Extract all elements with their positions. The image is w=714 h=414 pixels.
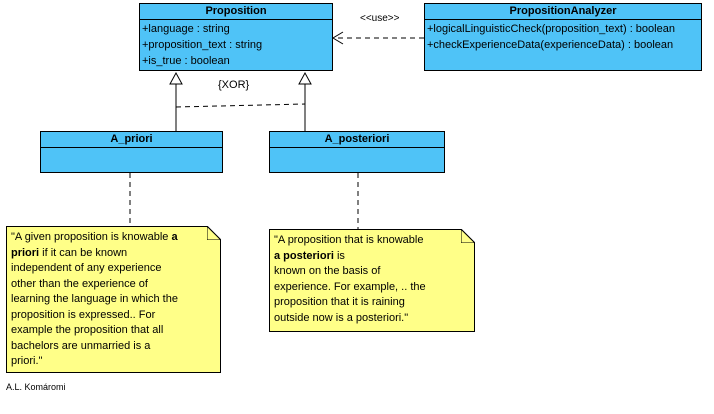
a-priori-note-line-1: "A given proposition is knowable a (11, 231, 178, 243)
a-priori-note-line-5: learning the language in which the (11, 293, 178, 305)
a-posteriori-note-line-6: outside now is a posteriori." (274, 311, 409, 324)
a-priori-note-line-7: example the proposition that all (11, 324, 164, 336)
a-priori-note-line-6: proposition is expressed.. For (11, 308, 156, 321)
operation-logical-linguistic-check: +logicalLinguisticCheck(proposition_text… (427, 23, 675, 35)
attribute-proposition-text: +proposition_text : string (142, 39, 263, 51)
proposition-analyzer-class[interactable]: PropositionAnalyzer +logicalLinguisticCh… (424, 3, 702, 71)
a-posteriori-note-line-2: a posteriori is (274, 249, 345, 262)
operation-check-experience-data: +checkExperienceData(experienceData) : b… (427, 39, 674, 51)
use-dependency-arrowhead (332, 31, 344, 45)
a-posteriori-note-line-5: proposition that it is raining (274, 296, 405, 308)
author-label: A.L. Komáromi (6, 382, 66, 392)
a-priori-note-line-4: other than the experience of (11, 277, 148, 290)
attribute-language: +language : string (142, 23, 230, 35)
attribute-is-true: +is_true : boolean (142, 55, 230, 67)
a-posteriori-class-name: A_posteriori (270, 132, 444, 148)
a-priori-note-line-9: priori." (11, 355, 43, 367)
a-priori-class-name: A_priori (41, 132, 222, 148)
note-folded-corner (461, 229, 475, 243)
proposition-analyzer-operations: +logicalLinguisticCheck(proposition_text… (425, 20, 701, 53)
xor-constraint-line (175, 103, 306, 108)
note-folded-corner (207, 226, 221, 240)
a-posteriori-note-line-4: experience. For example, .. the (274, 280, 426, 293)
a-priori-note-line-3: independent of any experience (11, 262, 162, 274)
a-priori-note: "A given proposition is knowable a prior… (6, 226, 221, 373)
proposition-analyzer-class-name: PropositionAnalyzer (425, 4, 701, 20)
a-posteriori-note: "A proposition that is knowable a poster… (269, 229, 475, 332)
proposition-class[interactable]: Proposition +language : string +proposit… (139, 3, 333, 71)
generalization-arrowhead-a-priori (169, 71, 183, 85)
proposition-attributes: +language : string +proposition_text : s… (140, 20, 332, 69)
a-posteriori-note-line-1: "A proposition that is knowable (274, 234, 424, 246)
a-priori-class[interactable]: A_priori (40, 131, 223, 173)
a-posteriori-class[interactable]: A_posteriori (269, 131, 445, 173)
a-posteriori-note-line-3: known on the basis of (274, 265, 381, 277)
use-stereotype-label: <<use>> (360, 13, 400, 24)
proposition-class-name: Proposition (140, 4, 332, 20)
a-priori-note-line-8: bachelors are unmarried is a (11, 339, 151, 352)
generalization-arrowhead-a-posteriori (298, 71, 312, 85)
xor-constraint-label: {XOR} (218, 79, 250, 91)
a-priori-note-line-2: priori if it can be known (11, 246, 128, 259)
